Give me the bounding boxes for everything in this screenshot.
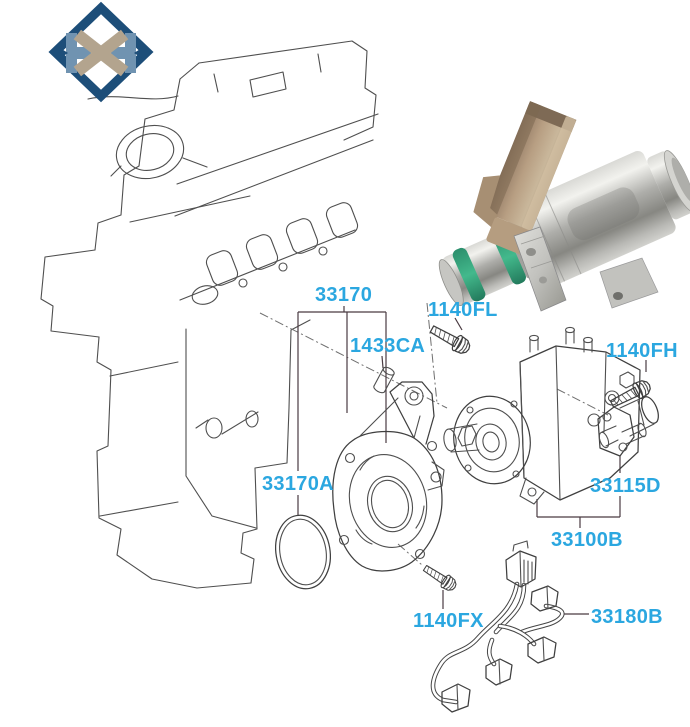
part-label-33180b[interactable]: 33180B	[591, 606, 663, 628]
part-label-33100b[interactable]: 33100B	[551, 529, 623, 551]
part-label-1140fh[interactable]: 1140FH	[606, 340, 678, 362]
part-label-1433ca[interactable]: 1433CA	[350, 335, 426, 357]
fuel-metering-valve-photo	[438, 101, 690, 312]
bolt-1140fx-drawing	[420, 561, 460, 595]
bolt-1140fl-drawing	[427, 320, 474, 358]
part-label-33170[interactable]: 33170	[315, 284, 373, 306]
leader-lines	[297, 306, 647, 615]
brand-logo	[48, 1, 154, 103]
part-label-1140fl[interactable]: 1140FL	[428, 299, 498, 321]
center-lines	[259, 302, 609, 566]
o-ring-33170a-drawing	[275, 514, 331, 590]
bolt-1140fh-drawing	[607, 376, 654, 413]
part-label-33170a[interactable]: 33170A	[262, 473, 334, 495]
part-label-33115d[interactable]: 33115D	[590, 475, 661, 497]
bracket-33170-drawing	[332, 381, 445, 572]
engine-line-art	[40, 40, 379, 589]
part-label-1140fx[interactable]: 1140FX	[413, 610, 484, 632]
pin-1433ca-drawing	[373, 366, 395, 394]
harness-33180b-drawing	[430, 540, 565, 713]
